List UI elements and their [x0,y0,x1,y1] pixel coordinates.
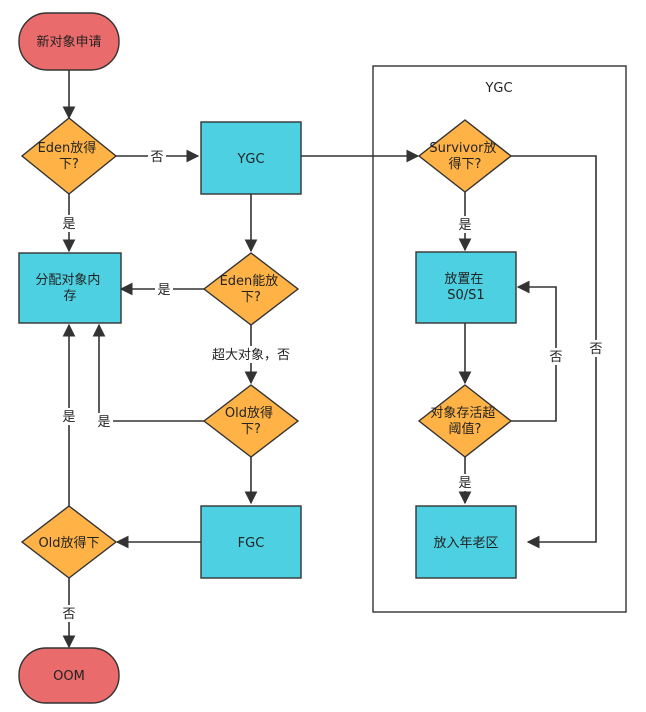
ygc-container: YGC [372,65,627,613]
node-surv-label: Survivor放 得下? [429,141,500,172]
nodes: 新对象申请 Eden放得 下? YGC 分配对象内 存 [18,12,517,704]
edge-label-thresh-yes: 是 [458,476,471,491]
node-eden2-label: Eden能放 下? [220,274,283,305]
edge-label-eden1-yes: 是 [62,217,75,232]
node-fgc: FGC [200,505,302,579]
node-thresh-label: 对象存活超 阈值? [430,406,499,437]
node-ygc: YGC [200,121,302,195]
node-old-gen: 放入年老区 [415,505,517,579]
node-old1: Old放得 下? [202,384,300,458]
edge-label-eden2-no: 超大对象，否 [212,348,290,363]
node-start: 新对象申请 [18,12,120,71]
edge-label-old2-no: 否 [62,607,75,622]
node-fgc-label: FGC [238,536,265,551]
node-eden1: Eden放得 下? [20,117,118,195]
node-surv: Survivor放 得下? [417,119,513,193]
node-old2: Old放得下 [20,505,118,579]
edge-label-old1-yes: 是 [97,415,110,430]
node-oom: OOM [18,647,120,704]
node-s0s1: 放置在 S0/S1 [415,251,517,324]
node-start-label: 新对象申请 [36,34,101,50]
node-old2-label: Old放得下 [38,535,99,551]
edge-label-thresh-no: 否 [549,350,562,365]
node-alloc: 分配对象内 存 [18,252,122,324]
node-alloc-label: 分配对象内 存 [35,272,104,304]
node-s0s1-label: 放置在 S0/S1 [444,272,487,303]
edge-label-eden2-yes: 是 [157,283,170,298]
edge-labels: 否 是 是 超大对象，否 是 是 否 是 否 否 是 [60,148,605,622]
ygc-container-label: YGC [484,81,512,96]
node-old1-label: Old放得 下? [225,405,277,437]
edge-label-surv-no: 否 [589,342,602,357]
edge-label-surv-yes: 是 [458,218,471,233]
node-ygc-label: YGC [236,152,264,167]
edge-label-old2-yes: 是 [62,410,75,425]
node-eden1-label: Eden放得 下? [38,140,101,172]
edge-old1-alloc [92,323,205,422]
edge-label-eden1-no: 否 [150,150,163,165]
node-thresh: 对象存活超 阈值? [417,384,513,458]
node-oom-label: OOM [53,669,85,684]
node-old-gen-label: 放入年老区 [433,536,498,551]
node-eden2: Eden能放 下? [202,252,300,326]
